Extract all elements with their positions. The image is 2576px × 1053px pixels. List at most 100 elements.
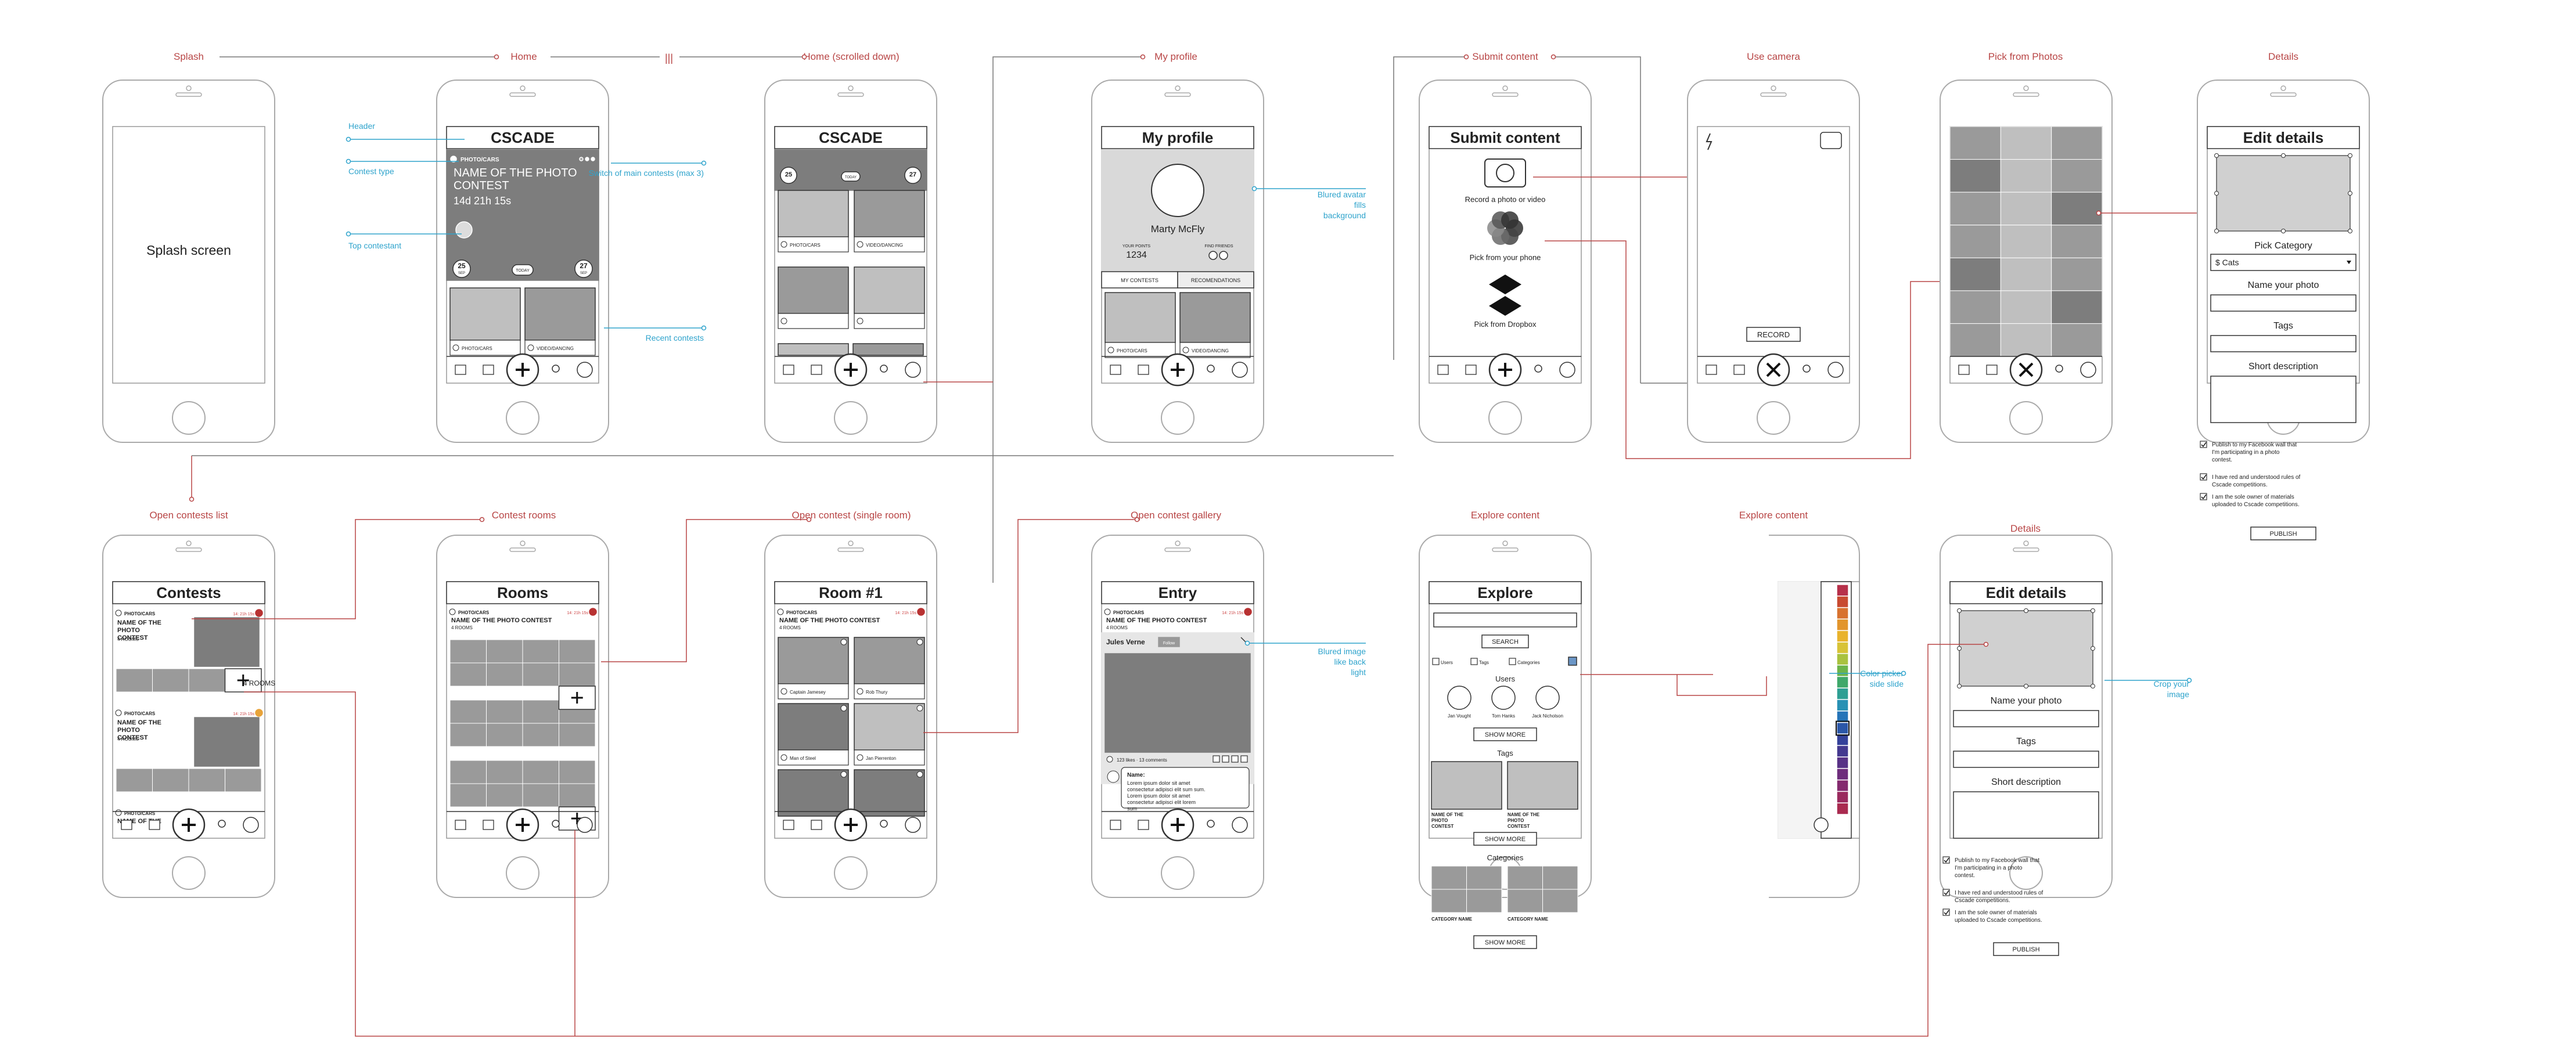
room-thumb[interactable]: [522, 783, 559, 807]
photo-thumbnail[interactable]: [2000, 225, 2052, 258]
photo-thumbnail[interactable]: [2000, 323, 2052, 357]
entry-thumb[interactable]: [854, 637, 925, 684]
date-right-badge[interactable]: [574, 259, 593, 278]
room-thumb[interactable]: [522, 723, 559, 747]
profile-icon[interactable]: [905, 362, 921, 378]
crop-handle[interactable]: [2024, 608, 2028, 613]
photo-thumbnail[interactable]: [1949, 159, 2001, 193]
tag-card[interactable]: [1507, 761, 1578, 810]
photo-thumbnail[interactable]: [2051, 290, 2103, 324]
filter-checkbox[interactable]: [1509, 658, 1516, 665]
room-thumb[interactable]: [486, 723, 523, 747]
room-thumb[interactable]: [559, 723, 596, 747]
contest-card[interactable]: [854, 266, 925, 314]
profile-icon[interactable]: [577, 817, 593, 833]
photo-icon[interactable]: [1733, 365, 1745, 375]
show-more-users-button[interactable]: [1473, 727, 1537, 741]
color-swatch[interactable]: [1837, 677, 1848, 688]
entry-thumb[interactable]: [778, 769, 849, 817]
photo-thumbnail[interactable]: [1949, 257, 2001, 291]
category-select[interactable]: [2210, 254, 2356, 271]
photo-thumbnail[interactable]: [2000, 257, 2052, 291]
crop-handle[interactable]: [2214, 153, 2219, 158]
home-icon[interactable]: [1706, 365, 1717, 375]
crop-handle[interactable]: [1957, 684, 1962, 688]
color-swatch[interactable]: [1837, 723, 1848, 734]
color-swatch[interactable]: [1837, 803, 1848, 814]
photo-icon[interactable]: [1986, 365, 1998, 375]
crop-handle[interactable]: [2091, 646, 2095, 651]
name-input[interactable]: [2210, 294, 2356, 312]
room-thumb[interactable]: [152, 768, 189, 792]
contest-card[interactable]: [778, 266, 849, 314]
color-swatch[interactable]: [1837, 642, 1848, 654]
option-label[interactable]: Pick from your phone: [1470, 253, 1541, 262]
tag-card[interactable]: [1431, 761, 1502, 810]
search-icon[interactable]: [1207, 365, 1215, 373]
like-icon[interactable]: [916, 771, 923, 778]
entry-image[interactable]: [1104, 653, 1251, 753]
like-icon[interactable]: [840, 639, 847, 645]
room-thumb[interactable]: [559, 639, 596, 663]
entry-thumb[interactable]: [778, 637, 849, 684]
option-label[interactable]: Record a photo or video: [1465, 195, 1546, 204]
profile-icon[interactable]: [243, 817, 259, 833]
color-swatch[interactable]: [1837, 792, 1848, 803]
room-thumb[interactable]: [522, 662, 559, 687]
tags-input[interactable]: [1953, 751, 2099, 768]
room-thumb[interactable]: [225, 768, 262, 792]
color-swatch[interactable]: [1837, 734, 1848, 745]
color-swatch[interactable]: [1837, 688, 1848, 699]
color-swatch[interactable]: [1837, 665, 1848, 676]
color-swatch[interactable]: [1837, 608, 1848, 619]
contest-card[interactable]: [1179, 292, 1251, 343]
photo-icon[interactable]: [1138, 820, 1149, 830]
photo-thumbnail[interactable]: [2051, 126, 2103, 160]
crop-handle[interactable]: [1957, 608, 1962, 613]
show-more-categories-button[interactable]: [1473, 935, 1537, 949]
search-icon[interactable]: [552, 820, 560, 828]
photo-icon[interactable]: [149, 820, 160, 830]
color-picker-button[interactable]: [1568, 657, 1577, 666]
info-icon[interactable]: [1219, 251, 1228, 260]
photo-thumbnail[interactable]: [2000, 192, 2052, 226]
crop-handle[interactable]: [2214, 229, 2219, 233]
user-avatar[interactable]: [1535, 686, 1560, 710]
pinterest-icon[interactable]: [1240, 755, 1248, 763]
search-icon[interactable]: [1803, 365, 1811, 373]
comment-icon[interactable]: [1213, 755, 1220, 763]
room-thumb[interactable]: [188, 768, 225, 792]
crop-handle[interactable]: [2024, 684, 2028, 688]
room-thumb[interactable]: [559, 662, 596, 687]
crop-handle[interactable]: [2281, 153, 2286, 158]
room-thumb[interactable]: [449, 639, 487, 663]
recent-contest-card[interactable]: [449, 287, 521, 341]
pager-dot[interactable]: [591, 157, 595, 161]
photo-thumbnail[interactable]: [2051, 192, 2103, 226]
profile-icon[interactable]: [577, 362, 593, 378]
profile-icon[interactable]: [1814, 817, 1829, 832]
contest-preview[interactable]: [194, 617, 260, 667]
show-more-tags-button[interactable]: [1473, 832, 1537, 846]
room-thumb[interactable]: [449, 760, 487, 784]
photo-thumbnail[interactable]: [2000, 159, 2052, 193]
home-icon[interactable]: [1110, 365, 1121, 375]
photo-icon[interactable]: [811, 820, 822, 830]
room-thumb[interactable]: [188, 668, 225, 693]
photo-thumbnail[interactable]: [1949, 323, 2001, 357]
photo-icon[interactable]: [483, 820, 494, 830]
crop-handle[interactable]: [2348, 191, 2352, 196]
room-thumb[interactable]: [522, 699, 559, 724]
room-thumb[interactable]: [486, 760, 523, 784]
color-swatch[interactable]: [1837, 780, 1848, 791]
record-button[interactable]: [1746, 327, 1801, 342]
room-thumb[interactable]: [449, 783, 487, 807]
search-icon[interactable]: [1207, 820, 1215, 828]
checkbox[interactable]: [2200, 441, 2207, 448]
crop-handle[interactable]: [2214, 191, 2219, 196]
tab-my-contests[interactable]: [1101, 271, 1178, 289]
home-icon[interactable]: [783, 365, 794, 375]
profile-icon[interactable]: [905, 817, 921, 833]
name-input[interactable]: [1953, 710, 2099, 727]
photo-thumbnail[interactable]: [1949, 126, 2001, 160]
